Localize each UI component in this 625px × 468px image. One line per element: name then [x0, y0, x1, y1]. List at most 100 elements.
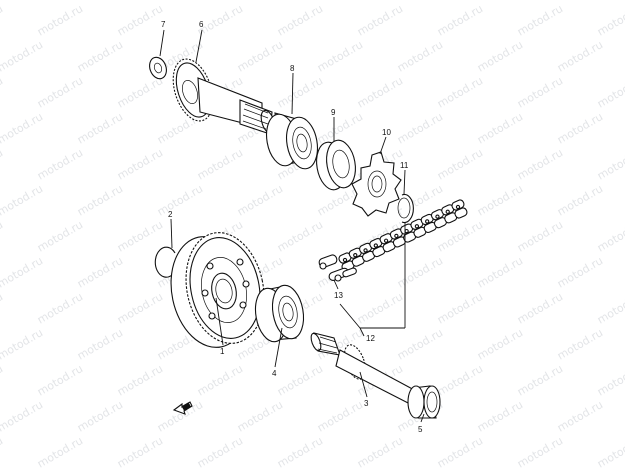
watermark-text: motod.ru [515, 218, 565, 254]
watermark-text: motod.ru [515, 362, 565, 398]
watermark-text: motod.ru [595, 362, 625, 398]
watermark-text: motod.ru [315, 0, 365, 3]
callout-3[interactable]: 3 [364, 399, 369, 408]
watermark-text: motod.ru [435, 146, 485, 182]
watermark-text: motod.ru [435, 290, 485, 326]
watermark-text: motod.ru [395, 110, 445, 146]
watermark-text: motod.ru [115, 2, 165, 38]
watermark-text: motod.ru [515, 290, 565, 326]
watermark-text: motod.ru [355, 74, 405, 110]
callout-4[interactable]: 4 [272, 369, 277, 378]
watermark-text: motod.ru [0, 38, 45, 74]
watermark-text: motod.ru [475, 0, 525, 3]
watermark-text: motod.ru [0, 290, 5, 326]
part-11-circlip[interactable] [397, 193, 414, 224]
watermark-text: motod.ru [435, 362, 485, 398]
watermark-text: motod.ru [555, 254, 605, 290]
watermark-text: motod.ru [275, 2, 325, 38]
direction-arrow-icon [172, 401, 193, 415]
watermark-text: motod.ru [475, 182, 525, 218]
callout-12[interactable]: 12 [366, 334, 375, 343]
watermark-text: motod.ru [115, 146, 165, 182]
part-4-bearing[interactable] [252, 283, 308, 344]
watermark-text: motod.ru [235, 0, 285, 3]
callout-10[interactable]: 10 [382, 128, 391, 137]
watermark-text: motod.ru [395, 254, 445, 290]
callout-11[interactable]: 11 [400, 161, 409, 170]
watermark-text: motod.ru [515, 434, 565, 468]
watermark-text: motod.ru [35, 2, 85, 38]
callout-6[interactable]: 6 [199, 20, 204, 29]
watermark-text: motod.ru [35, 218, 85, 254]
watermark-text: motod.ru [515, 146, 565, 182]
watermark-text: motod.ru [35, 290, 85, 326]
watermark-text: motod.ru [115, 74, 165, 110]
callout-1[interactable]: 1 [220, 347, 225, 356]
callout-7[interactable]: 7 [161, 20, 166, 29]
part-13-chain-joint[interactable] [318, 254, 357, 282]
watermark-text: motod.ru [475, 254, 525, 290]
watermark-text: motod.ru [0, 254, 45, 290]
watermark-text: motod.ru [155, 0, 205, 3]
part-3-drive-shaft[interactable] [309, 332, 422, 406]
watermark-text: motod.ru [235, 182, 285, 218]
watermark-text: motod.ru [355, 290, 405, 326]
watermark-text: motod.ru [355, 2, 405, 38]
callout-9[interactable]: 9 [331, 108, 336, 117]
watermark-text: motod.ru [275, 218, 325, 254]
watermark-text: motod.ru [115, 290, 165, 326]
chain-pin [353, 253, 358, 258]
part-6-gear-shaft[interactable] [166, 54, 277, 135]
callout-5[interactable]: 5 [418, 425, 423, 434]
watermark-text: motod.ru [35, 362, 85, 398]
watermark-text: motod.ru [515, 2, 565, 38]
part-2-circlip[interactable] [154, 246, 176, 278]
watermark-text: motod.ru [0, 326, 45, 362]
watermark-text: motod.ru [195, 434, 245, 468]
chain-pin [394, 233, 399, 239]
watermark-text: motod.ru [235, 38, 285, 74]
callout-8[interactable]: 8 [290, 64, 295, 73]
watermark-text: motod.ru [275, 434, 325, 468]
watermark-text: motod.ru [75, 398, 125, 434]
watermark-text: motod.ru [0, 434, 5, 468]
part-5-needle-bearing[interactable] [407, 385, 441, 419]
watermark-text: motod.ru [435, 74, 485, 110]
part-8-bearing[interactable] [263, 112, 322, 171]
callout-2[interactable]: 2 [168, 210, 173, 219]
watermark-text: motod.ru [355, 434, 405, 468]
part-1-final-gear[interactable] [161, 225, 274, 354]
watermark-text: motod.ru [0, 0, 45, 3]
watermark-text: motod.ru [555, 0, 605, 3]
watermark-text: motod.ru [0, 74, 5, 110]
chain-pin [373, 243, 378, 248]
part-7-washer[interactable] [147, 55, 170, 81]
part-9-oil-seal[interactable] [313, 138, 359, 192]
watermark-text: motod.ru [0, 2, 5, 38]
watermark-text: motod.ru [235, 398, 285, 434]
watermark-text: motod.ru [515, 74, 565, 110]
chain-pin [404, 228, 409, 234]
callout-13[interactable]: 13 [334, 291, 343, 300]
chain-link [454, 207, 468, 219]
watermark-text: motod.ru [75, 110, 125, 146]
watermark-text: motod.ru [275, 362, 325, 398]
watermark-text: motod.ru [75, 254, 125, 290]
watermark-text: motod.ru [75, 0, 125, 3]
watermark-text: motod.ru [0, 362, 5, 398]
callout-labels: 7 6 8 9 10 11 2 13 12 1 4 3 5 [161, 20, 423, 434]
watermark-text: motod.ru [395, 38, 445, 74]
watermark-text: motod.ru [395, 0, 445, 3]
watermark-text: motod.ru [35, 74, 85, 110]
watermark-text: motod.ru [555, 182, 605, 218]
watermark-text: motod.ru [555, 326, 605, 362]
watermark-text: motod.ru [0, 146, 5, 182]
watermark-text: motod.ru [195, 362, 245, 398]
chain-pin [435, 214, 440, 219]
part-10-sprocket[interactable] [351, 151, 402, 217]
watermark-text: motod.ru [475, 38, 525, 74]
chain-pin [414, 224, 420, 229]
watermark-text: motod.ru [0, 182, 45, 218]
